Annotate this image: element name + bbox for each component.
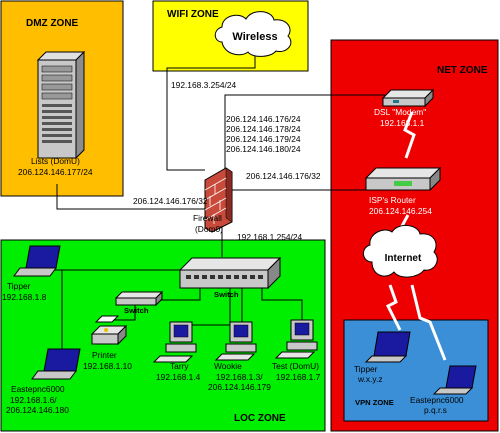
firewall-wifi-ip: 192.168.3.254/24 xyxy=(171,80,237,90)
wireless-cloud[interactable]: Wireless xyxy=(214,11,292,57)
link-internet-vpn2 xyxy=(410,284,447,361)
loc-zone-title: LOC ZONE xyxy=(234,413,286,424)
loc-tipper-ip: 192.168.1.8 xyxy=(2,292,47,302)
vpn-laptop-tipper-name: Tipper xyxy=(354,364,378,374)
wookie-ip1: 192.168.1.3/ xyxy=(216,372,263,382)
link-switch-test xyxy=(261,288,303,320)
firewall-sub: (Dom0) xyxy=(195,224,223,234)
link-firewall-modem xyxy=(224,94,385,170)
wookie-name: Wookie xyxy=(214,361,242,371)
printer-name: Printer xyxy=(92,350,117,360)
vpn-laptop-eastep-ip: p.q.r.s xyxy=(424,405,447,415)
loc-tipper-name: Tipper xyxy=(7,281,31,291)
vpn-laptop-tipper[interactable] xyxy=(364,331,411,363)
lists-server-name: Lists (DomU) xyxy=(31,156,80,166)
test-desktop[interactable] xyxy=(274,319,318,359)
firewall-ip-3: 206.124.146.179/24 xyxy=(226,134,301,144)
firewall-ip-2: 206.124.146.178/24 xyxy=(226,124,301,134)
vpn-zone-title: VPN ZONE xyxy=(355,398,394,407)
link-wifi-firewall xyxy=(166,55,256,171)
firewall-icon[interactable] xyxy=(204,167,233,233)
loc-laptop-tipper[interactable] xyxy=(13,245,61,277)
firewall-net-ip: 206.124.146.176/32 xyxy=(246,171,321,181)
link-internet-vpn1 xyxy=(385,284,402,331)
loc-eastep-ip2: 206.124.146.180 xyxy=(6,405,69,415)
vpn-laptop-tipper-ip: w.x.y.z xyxy=(357,374,383,384)
dsl-modem[interactable] xyxy=(381,88,435,108)
firewall-dmz-ip: 206.124.146.176/32 xyxy=(133,196,208,206)
loc-laptop-eastep[interactable] xyxy=(31,348,81,380)
tarry-desktop[interactable] xyxy=(152,321,197,363)
small-switch-label: Switch xyxy=(124,306,149,315)
vpn-laptop-eastep-name: Eastepnc6000 xyxy=(410,395,464,405)
firewall-name: Firewall xyxy=(193,213,222,223)
internet-cloud[interactable]: Internet xyxy=(363,225,438,278)
lists-server-ip: 206.124.146.177/24 xyxy=(18,167,93,177)
lists-server[interactable] xyxy=(36,50,86,160)
dsl-modem-ip: 192.168.1.1 xyxy=(380,118,425,128)
loc-eastep-name: Eastepnc6000 xyxy=(11,384,65,394)
isp-router-ip: 206.124.146.254 xyxy=(369,206,432,216)
test-name: Test (DomU) xyxy=(272,361,319,371)
vpn-laptop-eastep[interactable] xyxy=(432,365,477,395)
link-modem-router-wireless xyxy=(403,111,416,159)
isp-router-name: ISP's Router xyxy=(369,195,416,205)
isp-router[interactable] xyxy=(364,166,442,192)
firewall-ip-1: 206.124.146.176/24 xyxy=(226,114,301,124)
small-switch[interactable] xyxy=(114,290,164,307)
link-dmz-firewall xyxy=(56,184,207,210)
printer[interactable] xyxy=(90,315,128,346)
dsl-modem-name: DSL "Modem" xyxy=(374,107,426,117)
tarry-ip: 192.168.1.4 xyxy=(156,372,201,382)
net-zone-title: NET ZONE xyxy=(437,65,488,76)
tarry-name: Tarry xyxy=(170,361,189,371)
loc-eastep-ip1: 192.168.1.6/ xyxy=(10,395,57,405)
wireless-cloud-label: Wireless xyxy=(232,31,277,43)
internet-cloud-label: Internet xyxy=(385,253,422,264)
firewall-loc-ip: 192.168.1.254/24 xyxy=(237,232,303,242)
wifi-zone-title: WIFI ZONE xyxy=(167,9,219,20)
dmz-zone-title: DMZ ZONE xyxy=(26,18,79,29)
main-switch-label: Switch xyxy=(214,290,239,299)
printer-ip: 192.168.1.10 xyxy=(83,361,132,371)
main-switch[interactable] xyxy=(178,256,282,290)
test-ip: 192.168.1.7 xyxy=(276,372,321,382)
firewall-ip-4: 206.124.146.180/24 xyxy=(226,144,301,154)
wookie-ip2: 206.124.146.179 xyxy=(208,382,271,392)
link-smallswitch-printer xyxy=(112,305,136,321)
wookie-desktop[interactable] xyxy=(214,321,257,361)
